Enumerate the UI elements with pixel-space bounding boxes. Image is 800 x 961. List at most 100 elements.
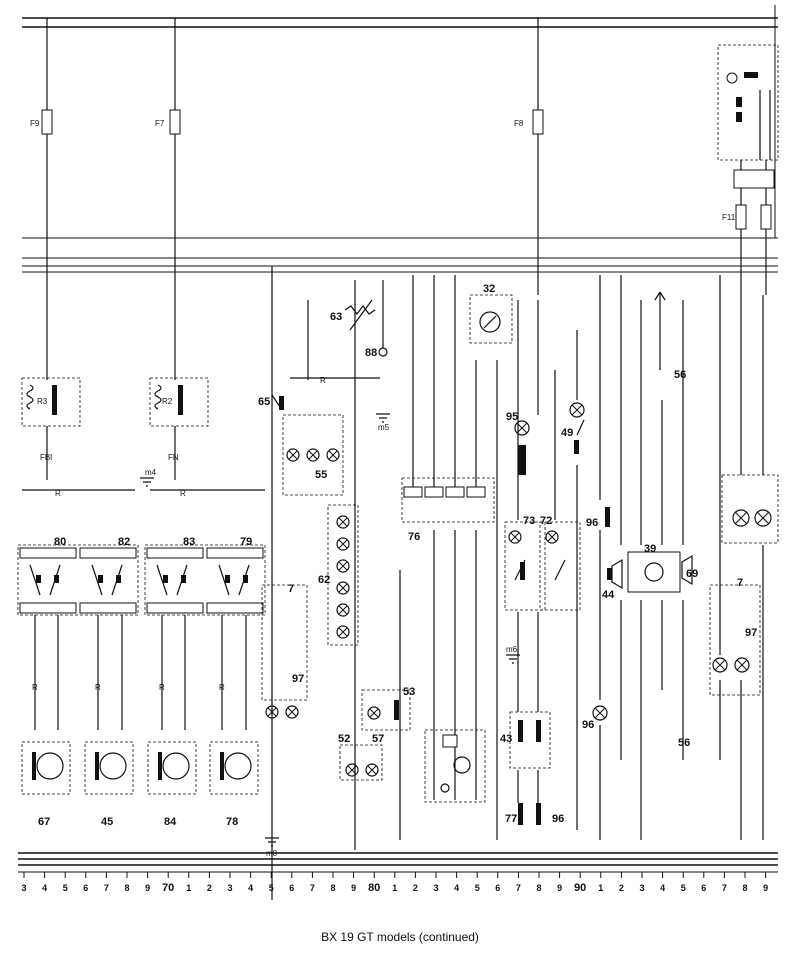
scale-label: 7: [310, 883, 315, 893]
component-32-label: 32: [483, 283, 495, 295]
component-83-label: 95: [506, 411, 518, 423]
component-67-label: 67: [38, 816, 50, 828]
lamp-icon: [336, 515, 350, 529]
wires-right: [599, 275, 684, 840]
component-57-label: 57: [372, 733, 384, 745]
scale-label: 2: [207, 883, 212, 893]
component-76-label: 76: [408, 531, 420, 543]
component-97-right-label: 7: [737, 577, 743, 589]
lamp-icon: [336, 603, 350, 617]
fuse-f7-label: F7: [155, 119, 165, 128]
fuse-f8-label: F8: [514, 119, 524, 128]
lamp-96: 96: [582, 705, 608, 731]
wire-label-h-7: R: [320, 376, 326, 385]
wires-center-left: R: [271, 266, 380, 900]
fuse-f8: F8: [514, 18, 544, 295]
lamp-icon: [306, 448, 320, 462]
component-88-label: 97: [292, 673, 304, 685]
lamp-icon: [345, 763, 359, 777]
scale-label: 9: [351, 883, 356, 893]
ground-m6-label: m6: [506, 645, 518, 654]
scale-label: 3: [433, 883, 438, 893]
motor-72: 78: [209, 741, 259, 828]
component-71-label: 73: [523, 515, 535, 527]
scale-label: 3: [227, 883, 232, 893]
component-96-label: 96: [582, 719, 594, 731]
wire-label-h-5: R: [159, 683, 165, 692]
scale-label: 3: [21, 883, 26, 893]
wires-center-right: [496, 300, 578, 840]
component-49-label: 49: [561, 427, 573, 439]
component-78-label: 80: [54, 536, 66, 548]
top-bus-lines: [22, 5, 778, 273]
lamp-83: 95: [506, 411, 530, 475]
window-switch-block-left: 80 82: [17, 536, 139, 616]
component-56-lower-label: 56: [678, 737, 690, 749]
component-62-label: 63: [330, 311, 342, 323]
wire-label-h-3: R: [32, 683, 38, 692]
motor-67: 67: [21, 741, 71, 828]
component-69-label: 72: [540, 515, 552, 527]
lamp-icon: [508, 530, 522, 544]
lamp-group-55: 55: [282, 414, 344, 496]
scale-label: 6: [701, 883, 706, 893]
component-44-label: 44: [602, 589, 615, 601]
scale-label: 80: [368, 882, 380, 894]
lamp-icon: [569, 402, 585, 418]
component-88-right-label: 97: [745, 627, 757, 639]
scale-label: 5: [63, 883, 68, 893]
ground-m5: m5: [376, 413, 390, 432]
headlamp-panel: [721, 474, 779, 544]
scale-label: 6: [289, 883, 294, 893]
scale-label: 1: [392, 883, 397, 893]
wire-label-h-6: R: [219, 683, 225, 692]
lamp-icon: [286, 448, 300, 462]
relay-r3: R3: [21, 377, 81, 427]
wires-far-right: [719, 275, 764, 840]
scale-label: 4: [42, 883, 47, 893]
speaker-65: 69: [681, 554, 698, 586]
ground-m4: m4: [140, 468, 157, 487]
scale-label: 2: [619, 883, 624, 893]
relay-feed-wires: FBl FN R R: [22, 426, 265, 498]
component-82: 88: [365, 280, 388, 359]
blower-motor-32: 32: [469, 283, 513, 344]
antenna-56: 56 56: [654, 291, 690, 749]
lamp-icon: [285, 705, 299, 719]
lamp-column-60: 62: [318, 504, 359, 646]
ground-m4-label: m4: [145, 468, 157, 477]
wire-label-fbl-1: FBl: [40, 453, 52, 462]
component-73-label: 77: [505, 813, 517, 825]
headlamp-icon: [754, 509, 772, 527]
scale-label: 5: [475, 883, 480, 893]
fuse-f9-label: F9: [30, 119, 40, 128]
component-84-label: 84: [164, 816, 177, 828]
scale-label: 8: [124, 883, 129, 893]
wires-76-vertical: [412, 275, 477, 800]
fuse-f9: F9: [30, 18, 53, 380]
switch-43: 43: [500, 711, 551, 769]
relay-r2-label: R2: [162, 397, 173, 406]
component-79-label: 82: [118, 536, 130, 548]
component-56-label: 56: [674, 369, 686, 381]
component-52-label: 52: [338, 733, 350, 745]
bottom-bus-lines: [18, 852, 778, 873]
component-97-right: 7 97: [709, 577, 761, 696]
wire-label-h-2: R: [180, 489, 186, 498]
connector-block-76: 76: [401, 477, 495, 543]
component-95-label: 96: [586, 517, 598, 529]
relay-r2: R2: [149, 377, 209, 427]
scale-label: 1: [598, 883, 603, 893]
component-97-label: 7: [288, 583, 294, 595]
motor-39: 39: [627, 543, 681, 593]
wire-label-fn-1: FN: [168, 453, 179, 462]
motor-feed-wires: R R R R: [32, 615, 247, 730]
component-97-left: 7 97: [261, 583, 308, 719]
window-switch-block-right: 83 79: [144, 536, 266, 616]
scale-label: 8: [742, 883, 747, 893]
component-63-label: 65: [258, 396, 270, 408]
switch-71: 73: [504, 515, 546, 611]
lamp-icon: [592, 705, 608, 721]
headlamp-icon: [732, 509, 750, 527]
component-82-label: 88: [365, 347, 377, 359]
